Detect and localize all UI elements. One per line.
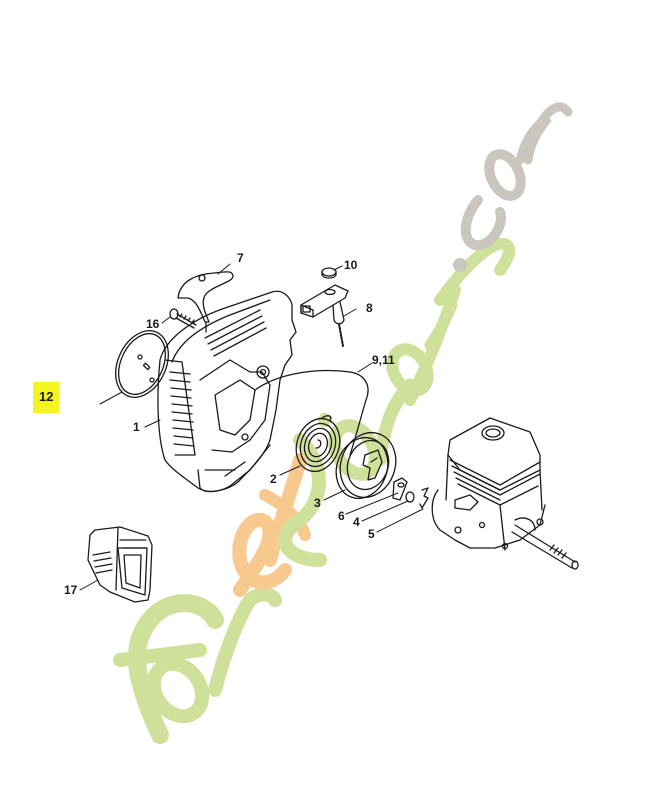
part-17-air-guide-shroud <box>87 526 153 603</box>
callout-12-highlighted[interactable]: 12 <box>33 382 60 413</box>
callout-8[interactable]: 8 <box>366 301 373 315</box>
part-10-grip-cap <box>321 267 337 279</box>
part-5-spring-clip <box>419 487 429 509</box>
callout-9-11[interactable]: 9,11 <box>372 353 395 367</box>
callout-5[interactable]: 5 <box>368 527 375 541</box>
part-2-rewind-spring <box>295 415 341 473</box>
part-16-screw <box>169 308 197 329</box>
watermark-com <box>453 102 573 272</box>
callout-7[interactable]: 7 <box>237 251 244 265</box>
callout-17[interactable]: 17 <box>64 583 78 597</box>
callout-6[interactable]: 6 <box>338 509 345 523</box>
part-9-11-starter-rope <box>254 369 369 456</box>
watermark-jardin <box>278 237 515 567</box>
callout-2[interactable]: 2 <box>270 472 277 486</box>
part-12-cover-plate <box>115 330 169 398</box>
part-1-fan-housing <box>157 290 297 493</box>
callout-1[interactable]: 1 <box>133 420 140 434</box>
part-6-pawl <box>392 477 408 501</box>
part-3-rope-rotor <box>335 431 397 500</box>
callout-16[interactable]: 16 <box>146 317 160 331</box>
part-8-starter-grip <box>300 284 349 347</box>
leader-lines <box>79 263 424 591</box>
callout-10[interactable]: 10 <box>344 258 358 272</box>
part-4-washer <box>405 491 415 503</box>
callout-4[interactable]: 4 <box>353 515 360 529</box>
callout-3[interactable]: 3 <box>314 496 321 510</box>
engine-block <box>431 417 579 570</box>
